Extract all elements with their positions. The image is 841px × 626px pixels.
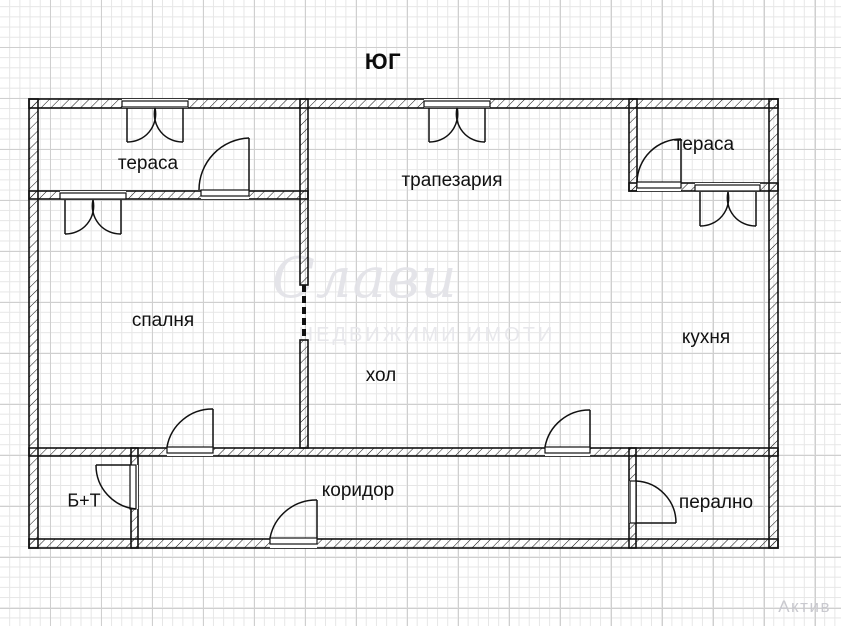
wall-exterior-east xyxy=(768,98,779,549)
door-hall-to-corridor xyxy=(544,409,591,454)
wall-exterior-south xyxy=(28,538,779,549)
room-label-hall: хол xyxy=(365,365,397,386)
corner-brand-text: Актив xyxy=(778,597,831,616)
wall-interior-corridor-north xyxy=(28,447,779,457)
wall-interior-terrace-left-south xyxy=(28,190,309,200)
page-title-south: ЮГ xyxy=(364,49,402,74)
wall-interior-bedroom-hall-lower xyxy=(299,339,309,449)
door-terrace-right-to-kitchen xyxy=(636,138,682,189)
door-symbol-group xyxy=(59,100,761,545)
room-label-bathroom: Б+Т xyxy=(67,490,101,511)
door-terrace-left-to-bedroom xyxy=(198,137,250,197)
wall-interior-terrace-right-west xyxy=(628,98,638,192)
room-label-laundry: перално xyxy=(678,492,754,513)
door-bedroom-to-corridor xyxy=(166,408,214,454)
room-label-terrace-left: тераса xyxy=(117,153,179,174)
window-bedroom-north xyxy=(59,192,127,235)
room-label-terrace-right: тераса xyxy=(673,134,735,155)
window-kitchen-north xyxy=(694,184,761,227)
window-terrace-left-north xyxy=(121,100,189,143)
window-dining-north xyxy=(423,100,491,143)
room-label-dining: трапезария xyxy=(401,170,503,191)
room-label-bedroom: спалня xyxy=(131,310,195,331)
door-corridor-to-laundry xyxy=(629,480,677,524)
door-corridor-exit xyxy=(269,499,318,545)
wall-exterior-west xyxy=(28,98,39,549)
door-bathroom xyxy=(95,464,137,510)
room-label-corridor: коридор xyxy=(321,480,395,501)
room-label-kitchen: кухня xyxy=(681,327,731,348)
